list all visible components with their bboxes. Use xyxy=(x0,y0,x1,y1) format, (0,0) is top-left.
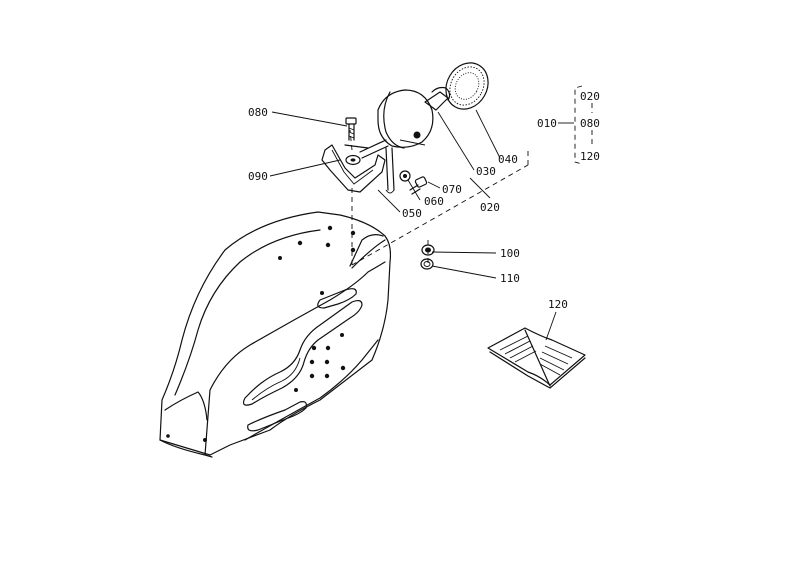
label-060: 060 xyxy=(424,195,444,208)
bracket-090 xyxy=(321,144,386,193)
screw-060 xyxy=(409,176,428,195)
manual-booklet-120 xyxy=(487,327,586,389)
lens-040 xyxy=(445,62,489,110)
label-020: 020 xyxy=(480,201,500,214)
washer-100 xyxy=(421,244,435,256)
legend-item-020: 020 xyxy=(580,90,600,103)
label-030: 030 xyxy=(476,165,496,178)
legend-item-080: 080 xyxy=(580,117,600,130)
label-070: 070 xyxy=(442,183,462,196)
label-050: 050 xyxy=(402,207,422,220)
leader-lines xyxy=(269,109,574,341)
label-090: 090 xyxy=(248,170,268,183)
label-120: 120 xyxy=(548,298,568,311)
legend-root-010: 010 xyxy=(537,117,557,130)
part-labels: 080 090 050 060 070 030 040 020 100 110 … xyxy=(248,90,600,311)
fender-housing xyxy=(159,211,392,458)
label-100: 100 xyxy=(500,247,520,260)
work-lamp xyxy=(359,86,451,194)
nut-070 xyxy=(399,170,411,182)
group-legend-bracket xyxy=(574,85,593,165)
label-040: 040 xyxy=(498,153,518,166)
legend-item-120: 120 xyxy=(580,150,600,163)
label-080: 080 xyxy=(248,106,268,119)
label-110: 110 xyxy=(500,272,520,285)
nut-110 xyxy=(420,258,434,270)
bolt-080 xyxy=(345,117,357,141)
